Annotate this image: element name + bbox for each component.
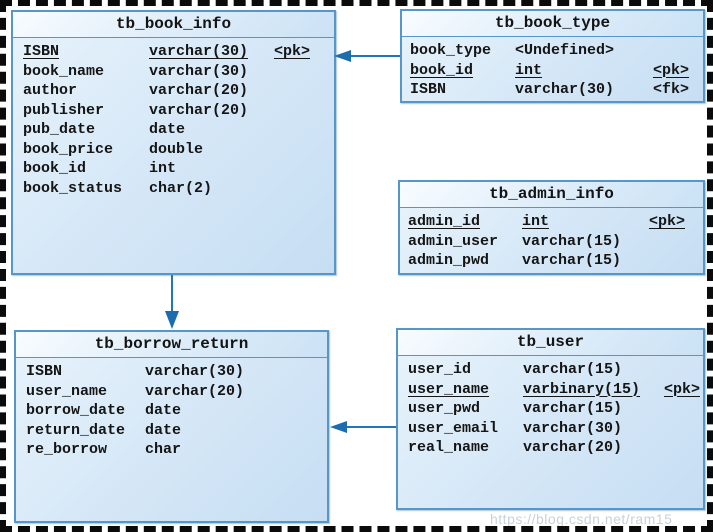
arrowhead-left-icon	[334, 50, 351, 62]
table-title: tb_book_info	[13, 12, 334, 38]
column-type: <Undefined>	[515, 42, 615, 59]
watermark-text: https://blog.csdn.net/ram15	[490, 511, 673, 527]
table-row: admin_user varchar(15)	[400, 232, 703, 252]
table-row: book_price double	[13, 140, 334, 160]
column-type: varchar(20)	[145, 382, 245, 400]
table-row: user_name varchar(20)	[16, 382, 327, 402]
column-name: book_id	[410, 61, 474, 79]
column-type: char(2)	[149, 179, 213, 197]
column-type: varchar(15)	[523, 400, 623, 417]
column-name: ISBN	[26, 363, 63, 380]
fk-badge: <fk>	[652, 81, 689, 98]
table-row: publisher varchar(20)	[13, 101, 334, 121]
table-row: re_borrow char	[16, 440, 327, 460]
column-type: varchar(30)	[149, 43, 249, 60]
table-row: book_name varchar(30)	[13, 62, 334, 82]
entity-table-tb-book-info[interactable]: tb_book_info ISBN varchar(30) <pk> book_na…	[11, 10, 336, 275]
entity-table-tb-admin-info[interactable]: tb_admin_info admin_id int <pk> admin_user…	[398, 180, 705, 275]
column-type: varchar(20)	[149, 82, 249, 99]
pk-badge: <pk>	[648, 213, 685, 230]
table-title: tb_user	[398, 330, 703, 356]
entity-table-tb-user[interactable]: tb_user user_id varchar(15) user_name varb…	[396, 328, 705, 510]
table-row: book_status char(2)	[13, 179, 334, 199]
table-row: book_type <Undefined>	[402, 41, 703, 61]
column-type: varchar(20)	[523, 439, 623, 456]
table-body: admin_id int <pk> admin_user varchar(15) ad…	[400, 208, 703, 273]
relationship-line-bookinfo-borrowreturn	[171, 275, 173, 315]
table-title: tb_borrow_return	[16, 332, 327, 358]
table-row: real_name varchar(20)	[398, 438, 703, 458]
column-name: book_type	[410, 42, 492, 59]
entity-table-tb-borrow-return[interactable]: tb_borrow_return ISBN varchar(30) user_na…	[14, 330, 329, 523]
column-name: user_pwd	[408, 400, 481, 417]
column-name: book_id	[23, 160, 87, 177]
table-body: ISBN varchar(30) <pk> book_name varchar(30)…	[13, 38, 334, 273]
column-type: date	[149, 121, 186, 138]
table-row: borrow_date date	[16, 401, 327, 421]
table-body: user_id varchar(15) user_name varbinary(15…	[398, 356, 703, 508]
arrowhead-left-icon	[330, 421, 347, 433]
column-name: admin_user	[408, 232, 499, 250]
table-row: book_id int <pk>	[402, 61, 703, 81]
column-name: book_price	[23, 140, 114, 158]
table-row: ISBN varchar(30) <fk>	[402, 80, 703, 100]
pk-badge: <pk>	[652, 61, 689, 79]
column-type: varchar(15)	[522, 252, 622, 269]
table-title: tb_book_type	[402, 11, 703, 37]
arrowhead-down-icon	[165, 311, 179, 329]
column-type: varchar(20)	[149, 101, 249, 119]
column-name: return_date	[26, 421, 126, 439]
table-row: user_email varchar(30)	[398, 419, 703, 439]
column-name: pub_date	[23, 121, 96, 138]
column-type: varchar(15)	[522, 232, 622, 250]
column-type: varchar(30)	[515, 81, 615, 98]
column-name: user_id	[408, 361, 472, 378]
column-type: int	[522, 213, 550, 230]
entity-table-tb-book-type[interactable]: tb_book_type book_type <Undefined> book_i…	[400, 9, 705, 103]
table-row: admin_id int <pk>	[400, 212, 703, 232]
column-name: book_name	[23, 62, 105, 80]
column-name: admin_id	[408, 213, 481, 230]
table-row: ISBN varchar(30) <pk>	[13, 42, 334, 62]
column-type: double	[149, 140, 204, 158]
table-row: author varchar(20)	[13, 81, 334, 101]
column-type: date	[145, 402, 182, 419]
column-type: char	[145, 441, 182, 458]
column-name: book_status	[23, 179, 123, 197]
column-type: varchar(30)	[145, 363, 245, 380]
table-row: user_id varchar(15)	[398, 360, 703, 380]
column-name: ISBN	[410, 81, 447, 98]
pk-badge: <pk>	[273, 43, 310, 60]
column-name: user_email	[408, 419, 499, 437]
table-row: admin_pwd varchar(15)	[400, 251, 703, 271]
column-type: varchar(30)	[523, 419, 623, 437]
column-type: int	[149, 160, 177, 177]
column-type: date	[145, 421, 182, 439]
pk-badge: <pk>	[663, 380, 700, 398]
table-row: return_date date	[16, 421, 327, 441]
column-type: varchar(30)	[149, 62, 249, 80]
column-name: ISBN	[23, 43, 60, 60]
column-name: publisher	[23, 101, 105, 119]
column-name: real_name	[408, 439, 490, 456]
table-row: user_name varbinary(15) <pk>	[398, 380, 703, 400]
table-row: ISBN varchar(30)	[16, 362, 327, 382]
table-body: ISBN varchar(30) user_name varchar(20) bor…	[16, 358, 327, 521]
table-body: book_type <Undefined> book_id int <pk> ISBN…	[402, 37, 703, 101]
column-type: varchar(15)	[523, 361, 623, 378]
column-name: re_borrow	[26, 441, 108, 458]
column-name: admin_pwd	[408, 252, 490, 269]
column-name: user_name	[26, 382, 108, 400]
table-title: tb_admin_info	[400, 182, 703, 208]
column-name: author	[23, 82, 78, 99]
table-row: user_pwd varchar(15)	[398, 399, 703, 419]
column-type: varbinary(15)	[523, 380, 641, 398]
relationship-line-booktype-bookinfo	[348, 55, 400, 57]
table-row: pub_date date	[13, 120, 334, 140]
column-type: int	[515, 61, 543, 79]
column-name: user_name	[408, 380, 490, 398]
relationship-line-user-borrowreturn	[346, 426, 396, 428]
table-row: book_id int	[13, 159, 334, 179]
column-name: borrow_date	[26, 402, 126, 419]
